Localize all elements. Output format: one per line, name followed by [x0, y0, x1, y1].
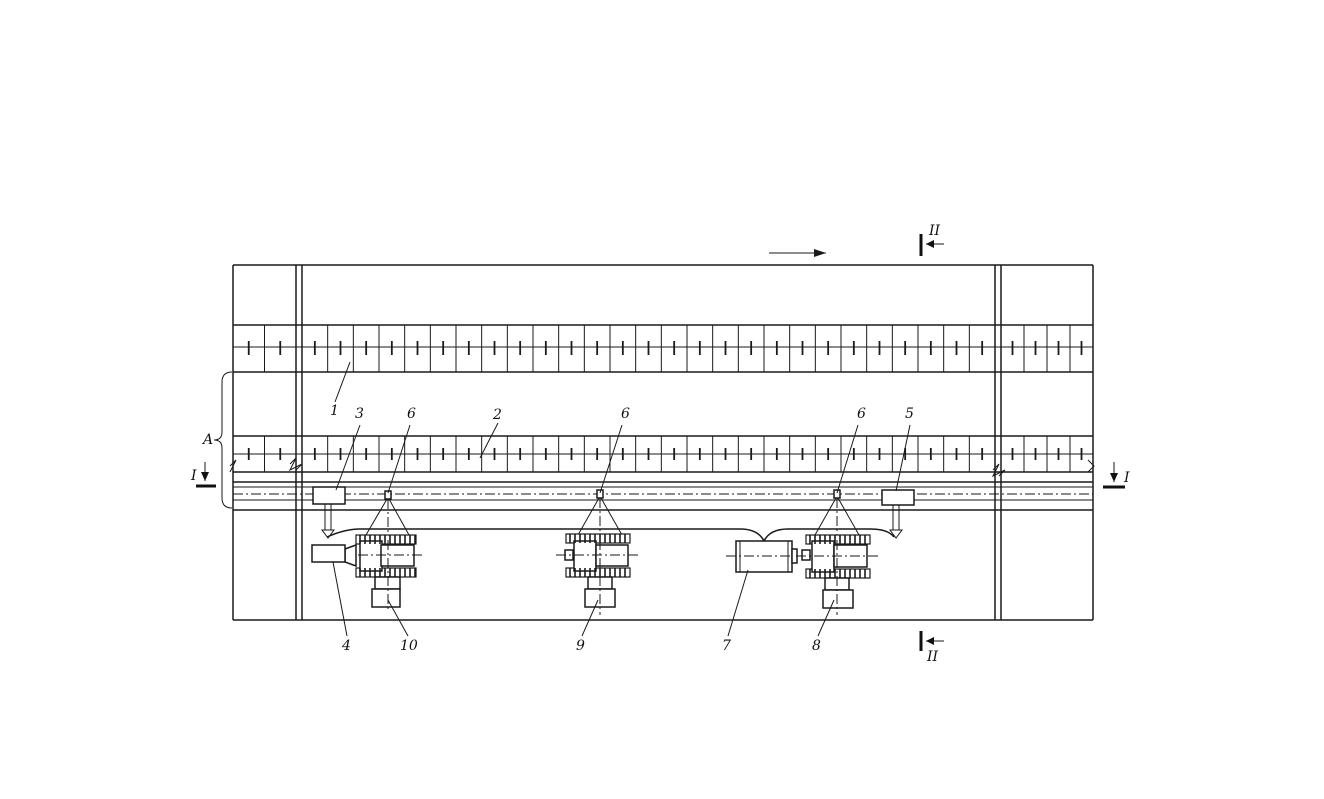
callout-10: 10 [400, 638, 418, 654]
unit-7 [726, 541, 800, 572]
callout-9: 9 [576, 638, 585, 654]
hanger-6-left [366, 491, 409, 540]
carriage-5 [882, 490, 914, 538]
brace-a [214, 372, 232, 508]
callout-7: 7 [722, 638, 731, 654]
tractor-10 [340, 535, 422, 612]
section-label-right: I [1123, 470, 1130, 486]
brace-label: A [201, 432, 213, 448]
callout-4: 4 [341, 638, 351, 654]
callout-2: 2 [492, 407, 502, 423]
rail-track [233, 482, 1093, 510]
break-marks [230, 458, 1094, 476]
tractor-8 [796, 535, 878, 615]
section-mark-right-icon [1103, 462, 1125, 487]
direction-arrow-icon [769, 249, 826, 257]
section-label-bottom: II [926, 649, 939, 665]
top-cell-strip [233, 325, 1093, 372]
hanger-6-right [815, 490, 859, 540]
callout-6-left: 6 [407, 406, 416, 422]
section-label-top: II [928, 223, 941, 239]
section-mark-left-icon [196, 462, 216, 486]
callout-3: 3 [355, 406, 364, 422]
callout-6-right: 6 [857, 406, 866, 422]
carriage-3 [313, 487, 345, 538]
callout-5: 5 [905, 406, 914, 422]
unit-4 [312, 545, 345, 562]
section-label-left: I [190, 468, 197, 484]
callout-6-middle: 6 [621, 406, 630, 422]
hanger-6-middle [578, 490, 622, 540]
callout-8: 8 [812, 638, 821, 654]
callout-1: 1 [330, 403, 339, 419]
section-mark-bottom-icon [921, 631, 944, 651]
middle-cell-strip [233, 436, 1093, 472]
